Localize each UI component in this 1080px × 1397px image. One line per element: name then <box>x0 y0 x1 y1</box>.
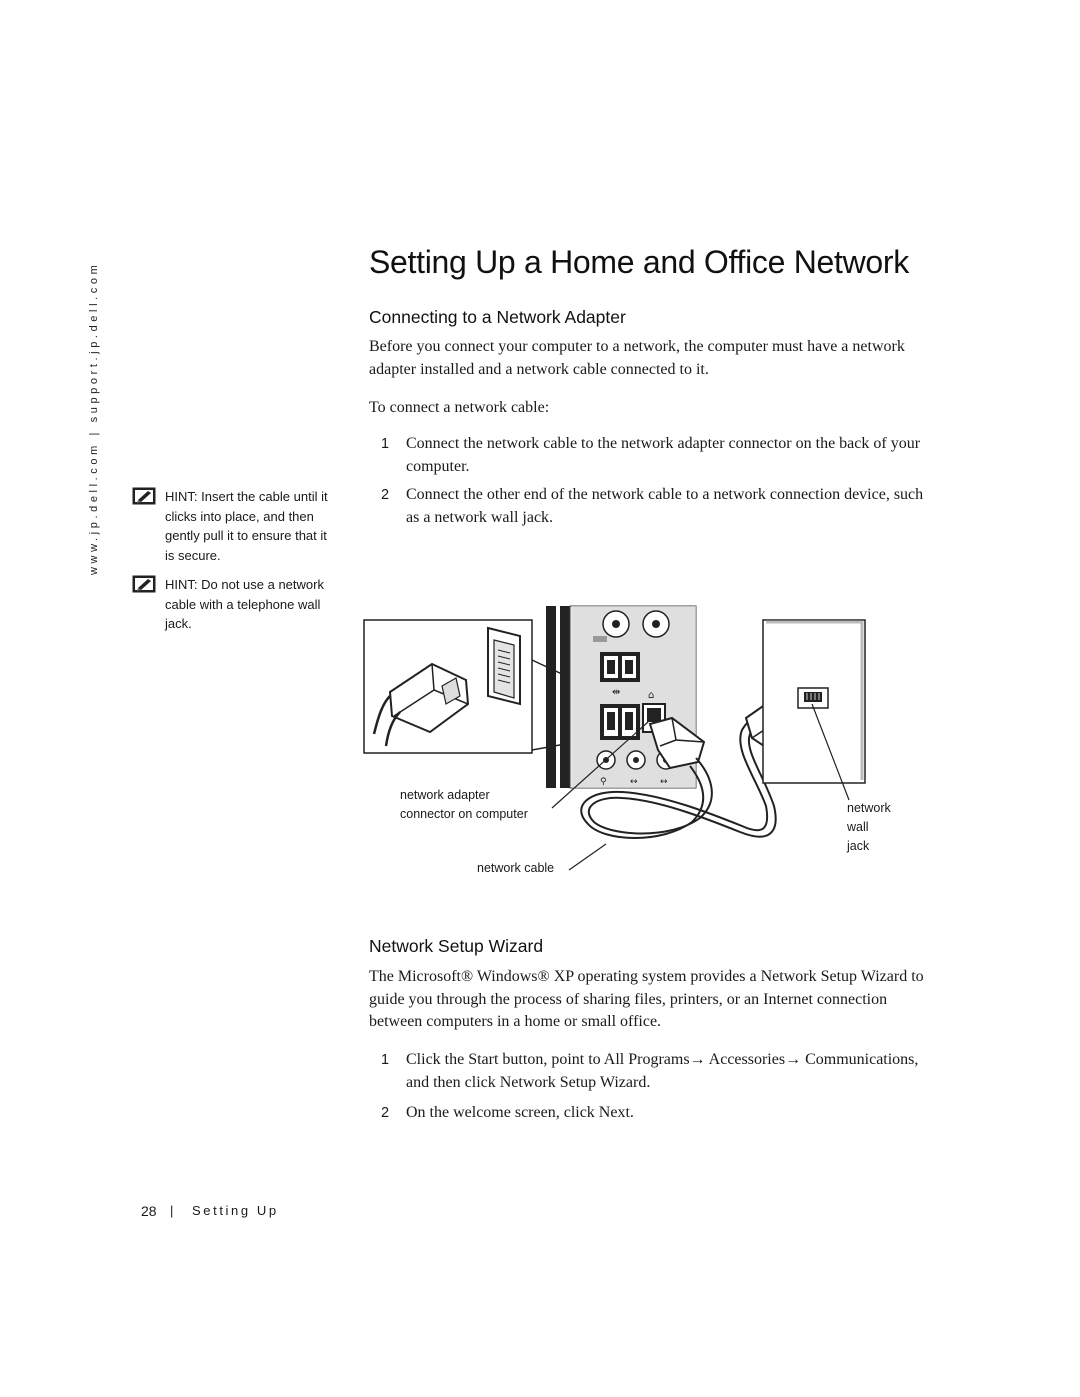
inset-port <box>487 626 521 706</box>
callout-cable-text: network cable <box>477 861 555 875</box>
step-text: Connect the network cable to the network… <box>406 435 921 475</box>
callout-jack-text: network wall jack <box>847 801 891 853</box>
section1-intro: Before you connect your computer to a ne… <box>369 338 905 378</box>
step-number: 2 <box>381 487 390 503</box>
hint-telephone-jack: HINT: Do not use a network cable with a … <box>132 575 332 634</box>
step-number: 1 <box>381 1052 390 1068</box>
page-title: Setting Up a Home and Office Network <box>369 244 909 280</box>
usb-icon: ⇹ <box>612 687 620 698</box>
callout-network-wall-jack: network wall jack <box>847 799 891 856</box>
footer-separator: | <box>170 1203 174 1218</box>
list-item: 1 Click the Start button, point to All P… <box>381 1049 926 1094</box>
svg-text:↔: ↔ <box>660 777 668 787</box>
note-pencil-icon <box>132 575 156 593</box>
hint-lead: HINT: <box>165 577 198 592</box>
footer-section: Setting Up <box>192 1203 279 1218</box>
note-pencil-icon <box>132 487 156 505</box>
section-heading-network-adapter: Connecting to a Network Adapter <box>369 307 626 327</box>
network-icon: ⌂ <box>648 690 654 701</box>
network-cable-illustration: ⇹ ⌂ ⚲ ↔ ↔ <box>360 600 891 890</box>
leader-adapter <box>551 721 649 809</box>
leader-wall-jack <box>811 703 850 801</box>
mouse-icon: ⚲ <box>600 777 607 787</box>
step-text: Connect the other end of the network cab… <box>406 486 924 526</box>
callout-network-cable: network cable <box>477 859 554 878</box>
usb-ports-upper <box>600 652 640 682</box>
step-number: 1 <box>381 436 390 452</box>
hint-lead: HINT: <box>165 489 198 504</box>
network-wall-jack <box>762 619 866 784</box>
keyboard-icon <box>593 636 607 642</box>
computer-back-panel: ⇹ ⌂ ⚲ ↔ ↔ <box>546 605 697 789</box>
page-number: 28 <box>141 1203 157 1219</box>
network-cable <box>580 713 777 839</box>
hint-body: Insert the cable until it clicks into pl… <box>165 489 328 563</box>
inset-plug <box>372 662 470 747</box>
hint-body: Do not use a network cable with a teleph… <box>165 577 324 631</box>
list-item: 1 Connect the network cable to the netwo… <box>381 433 926 478</box>
section2-intro: The Microsoft® Windows® XP operating sys… <box>369 968 924 1030</box>
list-item: 2 On the welcome screen, click Next. <box>381 1102 926 1125</box>
hint-cable-insert: HINT: Insert the cable until it clicks i… <box>132 487 332 565</box>
step-number: 2 <box>381 1105 390 1121</box>
usb-ports-lower <box>600 704 640 740</box>
leader-cable <box>568 843 607 871</box>
side-url: www.jp.dell.com | support.jp.dell.com <box>88 261 100 575</box>
section-heading-network-setup-wizard: Network Setup Wizard <box>369 936 544 956</box>
svg-text:↔: ↔ <box>630 777 638 787</box>
illustration-svg: ⇹ ⌂ ⚲ ↔ ↔ <box>363 605 866 871</box>
callout-network-adapter: network adapter connector on computer <box>400 786 528 824</box>
callout-adapter-text: network adapter connector on computer <box>400 788 528 821</box>
step-text: On the welcome screen, click Next. <box>406 1104 634 1121</box>
section1-lead: To connect a network cable: <box>369 399 550 416</box>
cable-plug-computer <box>648 716 706 770</box>
list-item: 2 Connect the other end of the network c… <box>381 484 926 529</box>
step-text: Click the Start button, point to All Pro… <box>406 1051 919 1091</box>
